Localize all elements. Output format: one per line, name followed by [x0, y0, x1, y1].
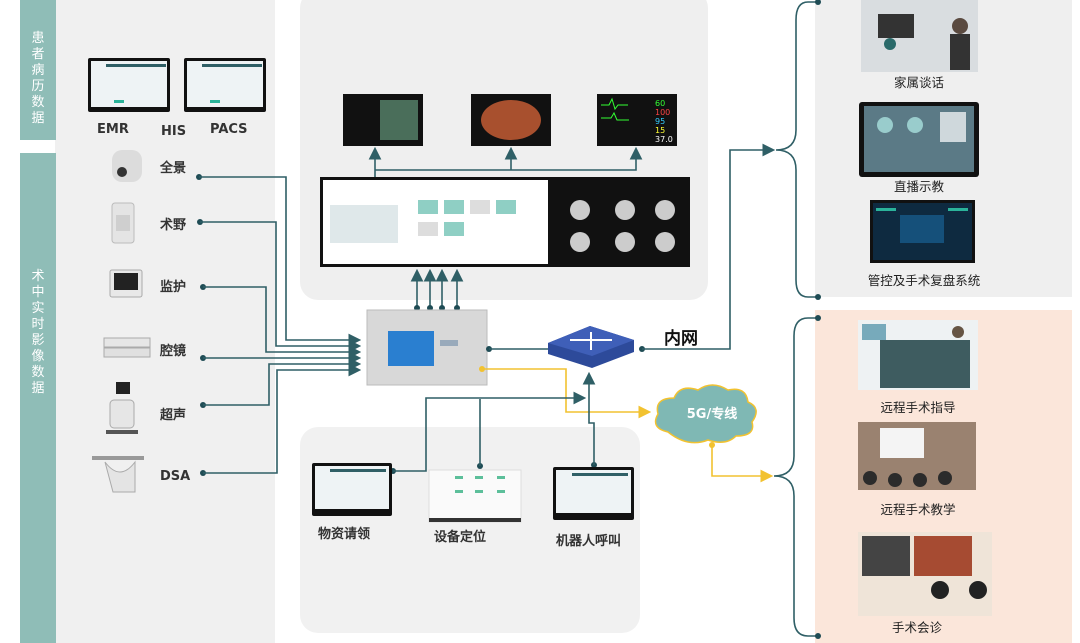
logistics-connections: [390, 371, 597, 474]
control-review-screen: [870, 200, 975, 263]
device-label-dsa: DSA: [160, 469, 190, 484]
sidebar-char: 数: [31, 365, 44, 380]
app-label-control-review: 管控及手术复盘系统: [868, 273, 981, 288]
app-label-live-teaching: 直播示教: [894, 179, 945, 194]
endoscope-view-monitor: [471, 94, 551, 146]
sidebar-char: 数: [31, 95, 44, 110]
device-label-ultrasound: 超声: [160, 407, 186, 423]
intranet-brace: [775, 1, 818, 298]
record-label-emr: EMR: [97, 122, 129, 137]
dsa-machine-icon: [92, 456, 144, 493]
sidebar-patient-records: [20, 0, 56, 140]
vitals-bp: 100: [655, 108, 670, 117]
equipment-location-screen: [428, 469, 522, 523]
family-talk-photo: [861, 0, 978, 72]
sidebar-char: 影: [31, 333, 44, 348]
device-label-field: 术野: [159, 217, 186, 233]
ptz-camera-icon: [112, 150, 142, 182]
app-label-remote-teaching: 远程手术教学: [880, 502, 955, 517]
vitals-spo2: 95: [655, 117, 665, 126]
sidebar-char: 实: [31, 301, 44, 316]
surgical-integration-host: [366, 309, 488, 386]
sidebar-char: 患: [31, 31, 44, 46]
logistics-label-equipment: 设备定位: [434, 529, 486, 545]
camera-view-monitor: [343, 94, 423, 146]
cloud-5g-icon: 5G/专线: [654, 384, 757, 444]
intranet-label: 内网: [664, 328, 698, 349]
sidebar-char: 术: [31, 269, 44, 284]
sidebar-char: 像: [31, 349, 44, 364]
sidebar-char: 者: [31, 47, 44, 62]
sidebar-intraop-label: 术中实时影像数据: [31, 269, 44, 396]
remote-teaching-photo: [858, 422, 976, 490]
sidebar-char: 历: [31, 79, 44, 94]
app-label-consultation: 手术会诊: [892, 620, 943, 635]
device-connections: [196, 174, 362, 476]
network-switch-icon: [548, 326, 634, 368]
sidebar-char: 据: [31, 111, 44, 126]
sidebar-patient-records-label: 患者病历数据: [31, 31, 44, 126]
vitals-temp: 37.0: [655, 135, 673, 144]
robot-call-screen: [553, 467, 634, 520]
cloud-label: 5G/专线: [687, 406, 737, 422]
device-label-monitor: 监护: [160, 279, 186, 295]
material-request-screen: [312, 463, 392, 516]
patient-monitor-icon: [109, 269, 143, 298]
remote-guidance-photo: [858, 320, 978, 390]
sidebar-char: 据: [31, 381, 44, 396]
logistics-label-material: 物资请领: [318, 526, 370, 542]
logistics-label-robot: 机器人呼叫: [556, 533, 621, 549]
endoscope-unit-icon: [103, 337, 151, 358]
device-label-endoscope: 腔镜: [159, 343, 186, 359]
record-label-his: HIS: [161, 124, 186, 139]
app-label-remote-guidance: 远程手术指导: [880, 400, 955, 415]
emr-screen: [88, 58, 170, 112]
record-label-pacs: PACS: [210, 122, 248, 137]
live-teaching-screen: [859, 102, 979, 177]
sidebar-char: 中: [31, 285, 44, 300]
sidebar-text: 患者病历数据: [31, 31, 44, 126]
vitals-monitor: 60 100 95 15 37.0: [597, 94, 677, 146]
sidebar-text: 术中实时影像数据: [31, 269, 44, 396]
device-label-panorama: 全景: [159, 160, 186, 176]
consultation-photo: [858, 532, 992, 616]
sidebar-intraop-images: [20, 153, 56, 643]
vitals-rr: 15: [655, 126, 665, 135]
sidebar-char: 时: [31, 317, 44, 332]
remote-brace: [773, 317, 818, 637]
surgical-light-camera-icon: [111, 202, 135, 244]
sidebar-char: 病: [31, 63, 44, 78]
ultrasound-machine-icon: [106, 382, 138, 434]
pacs-screen: [184, 58, 266, 112]
vitals-hr: 60: [655, 99, 665, 108]
integrated-display-screen: [320, 177, 690, 267]
app-label-family-talk: 家属谈话: [894, 75, 944, 90]
